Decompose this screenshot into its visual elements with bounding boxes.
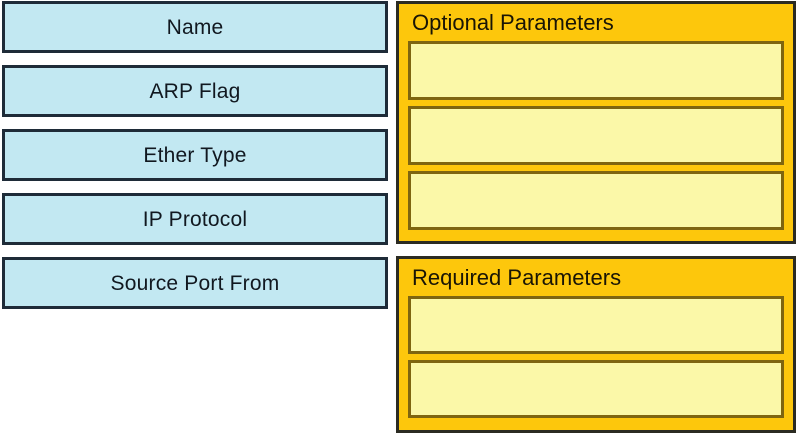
panel-title: Optional Parameters — [412, 10, 614, 35]
source-tile-source-port-from[interactable]: Source Port From — [2, 257, 388, 309]
source-tile-arp-flag[interactable]: ARP Flag — [2, 65, 388, 117]
drop-slot[interactable] — [408, 41, 784, 100]
source-tile-ip-protocol[interactable]: IP Protocol — [2, 193, 388, 245]
drop-slot[interactable] — [408, 360, 784, 418]
source-tile-name[interactable]: Name — [2, 1, 388, 53]
source-tile-label: ARP Flag — [149, 79, 241, 103]
source-tile-label: Ether Type — [143, 143, 247, 167]
panel-optional-parameters: Optional Parameters — [396, 1, 796, 244]
panel-title: Required Parameters — [412, 265, 622, 290]
drop-slot[interactable] — [408, 106, 784, 165]
panel-required-parameters: Required Parameters — [396, 256, 796, 433]
source-tile-label: Source Port From — [110, 271, 280, 295]
source-tile-label: IP Protocol — [142, 207, 248, 231]
drop-slot[interactable] — [408, 296, 784, 354]
source-tile-list: Name ARP Flag Ether Type IP Protocol Sou… — [2, 1, 388, 317]
source-tile-label: Name — [166, 15, 224, 39]
source-tile-ether-type[interactable]: Ether Type — [2, 129, 388, 181]
drop-slot[interactable] — [408, 171, 784, 230]
